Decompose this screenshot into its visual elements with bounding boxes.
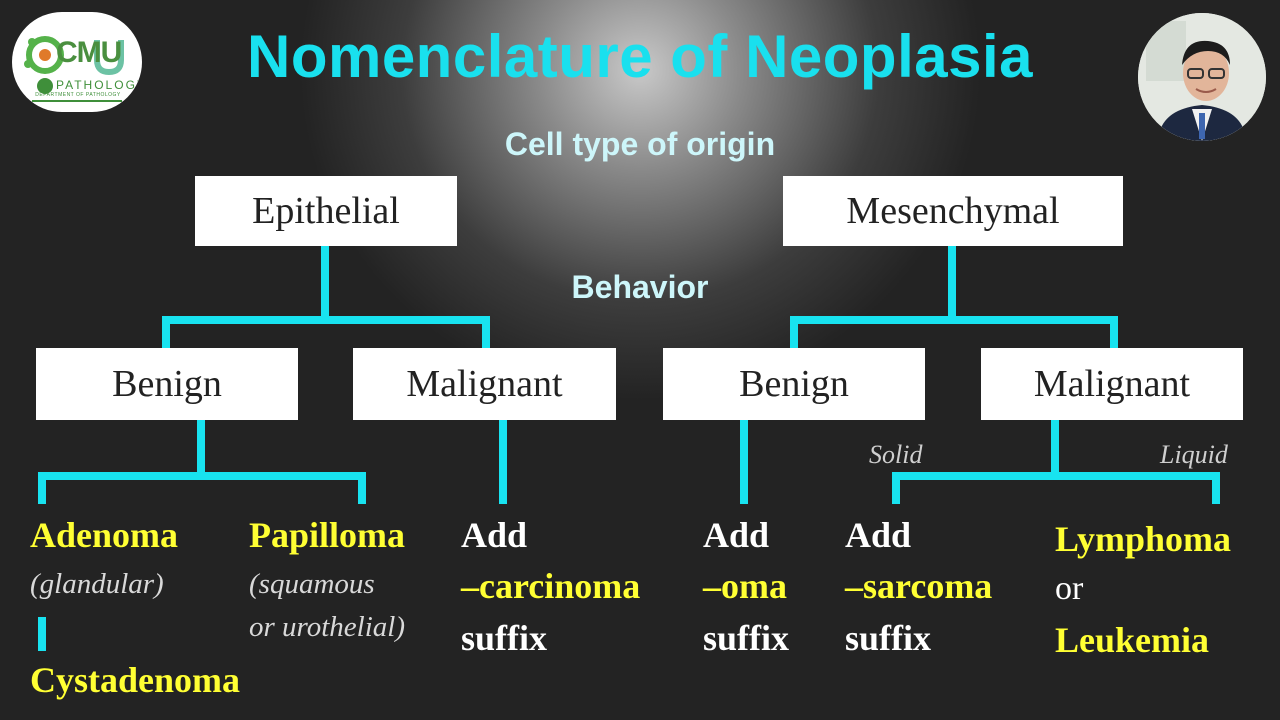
logo-tagline: DEPARTMENT OF PATHOLOGY	[35, 92, 121, 98]
liquid-label: Liquid	[1160, 440, 1228, 469]
connector-mesenchymal-malignant-down	[1051, 420, 1059, 476]
papilloma-text: Papilloma	[249, 515, 406, 555]
logo-subtitle: PATHOLOGY	[56, 78, 142, 92]
connector-carcinoma-drop	[499, 420, 507, 504]
connector-benign-down	[197, 420, 205, 476]
connector-sarcoma-drop	[892, 472, 900, 504]
presenter-photo	[1138, 13, 1266, 141]
mesenchymal-malignant-box: Malignant	[981, 348, 1243, 420]
connector-epithelial-malignant-drop	[482, 316, 490, 350]
epithelial-benign-box: Benign	[36, 348, 298, 420]
behavior-label: Behavior	[571, 269, 709, 305]
sarcoma-add: Add	[845, 515, 912, 555]
or-text: or	[1055, 570, 1084, 607]
sarcoma-suffix-text: –sarcoma	[845, 566, 993, 606]
connector-mesenchymal-malignant-drop	[1110, 316, 1118, 350]
logo-wordmark: CMU	[56, 36, 122, 69]
connector-epithelial-down	[321, 245, 329, 319]
connector-oma-drop	[740, 420, 748, 504]
presenter-avatar	[1138, 13, 1266, 141]
oma-suffix-word: suffix	[703, 618, 790, 658]
connector-liquid-drop	[1212, 472, 1220, 504]
connector-adenoma-drop	[38, 472, 46, 504]
connector-mesenchymal-horizontal	[790, 316, 1118, 324]
adenoma-text: Adenoma	[30, 515, 179, 555]
logo-graphic	[24, 36, 124, 102]
carcinoma-suffix-word: suffix	[461, 618, 548, 658]
connector-papilloma-drop	[358, 472, 366, 504]
carcinoma-suffix-text: –carcinoma	[461, 566, 641, 606]
connector-solid-liquid-horizontal	[892, 472, 1220, 480]
leukemia-text: Leukemia	[1055, 620, 1210, 660]
cell-type-label: Cell type of origin	[504, 126, 776, 162]
mesenchymal-benign-box: Benign	[663, 348, 925, 420]
page-title: Nomenclature of Neoplasia	[246, 23, 1034, 90]
oma-suffix-text: –oma	[703, 566, 787, 606]
papilloma-note-line1: (squamous	[249, 568, 375, 600]
mesenchymal-box: Mesenchymal	[783, 176, 1123, 246]
papilloma-note-line2: or urothelial)	[249, 611, 406, 643]
cystadenoma-text: Cystadenoma	[30, 660, 241, 700]
sarcoma-suffix-word: suffix	[845, 618, 932, 658]
adenoma-note: (glandular)	[30, 568, 164, 600]
solid-label: Solid	[869, 440, 923, 469]
connector-epithelial-horizontal	[162, 316, 490, 324]
cmu-pathology-logo: CMU PATHOLOGY DEPARTMENT OF PATHOLOGY	[12, 12, 142, 112]
connector-benign-horizontal	[38, 472, 366, 480]
connector-mesenchymal-benign-drop	[790, 316, 798, 350]
epithelial-box: Epithelial	[195, 176, 457, 246]
connector-epithelial-benign-drop	[162, 316, 170, 350]
oma-add: Add	[703, 515, 770, 555]
lymphoma-text: Lymphoma	[1055, 519, 1232, 559]
connector-cystadenoma	[38, 617, 46, 651]
epithelial-malignant-box: Malignant	[353, 348, 616, 420]
carcinoma-add: Add	[461, 515, 528, 555]
connector-mesenchymal-down	[948, 245, 956, 319]
